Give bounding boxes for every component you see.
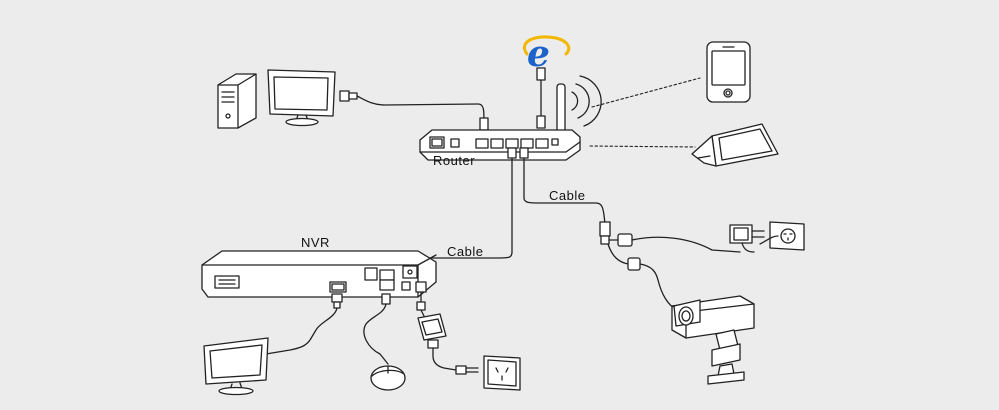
cable-label-camera: Cable xyxy=(549,188,586,203)
mouse-icon xyxy=(370,365,406,391)
cable-nvr-mouse xyxy=(363,293,391,365)
cable-nvr-adapter xyxy=(415,281,427,317)
power-adapter-icon xyxy=(417,313,479,375)
internet-explorer-letter: e xyxy=(527,33,550,75)
nvr-label: NVR xyxy=(301,235,330,250)
cable-label-nvr: Cable xyxy=(447,244,484,259)
camera-power-adapter xyxy=(729,224,765,253)
router-label: Router xyxy=(433,153,476,168)
wireless-links xyxy=(589,77,701,148)
cable-internet-router xyxy=(536,67,546,129)
laptop-icon xyxy=(691,123,779,167)
router-device xyxy=(419,129,581,161)
cable-router-camera xyxy=(519,147,611,245)
desktop-monitor-icon xyxy=(267,69,336,127)
smartphone-icon xyxy=(706,41,751,103)
power-outlet-icon xyxy=(483,355,521,391)
camera-cabling xyxy=(607,233,741,311)
nvr-monitor-icon xyxy=(203,337,269,396)
camera-power-outlet xyxy=(759,221,805,251)
cable-nvr-monitor xyxy=(265,293,343,355)
desktop-computer-icon xyxy=(217,73,257,129)
nvr-device xyxy=(201,250,437,298)
cable-desktop-router xyxy=(339,90,489,133)
bullet-camera-icon xyxy=(671,295,755,385)
internet-explorer-icon xyxy=(523,35,571,56)
